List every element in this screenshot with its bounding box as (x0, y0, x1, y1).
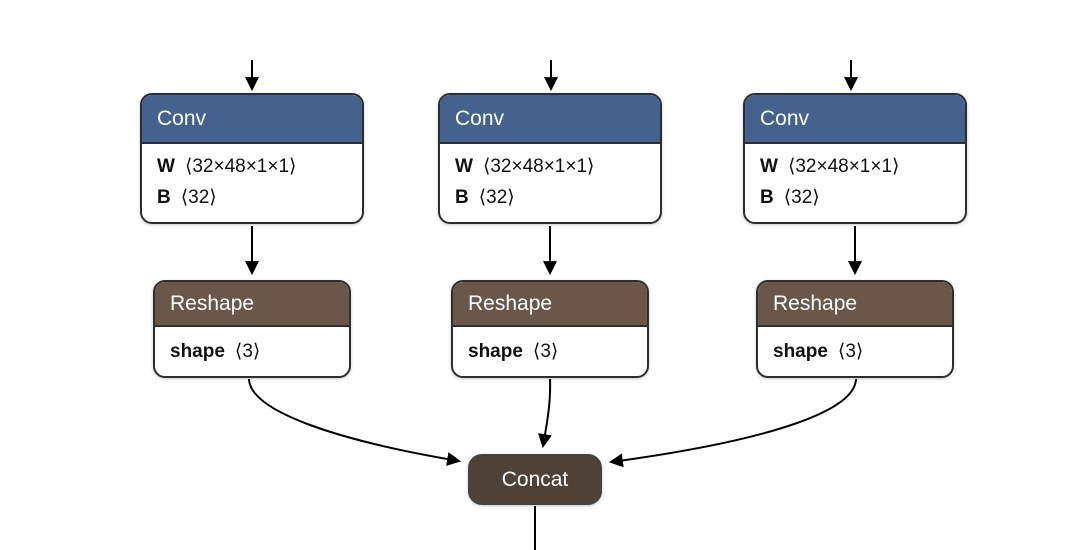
node-conv-3-header: Conv (745, 95, 965, 142)
attr-name: W (760, 156, 778, 177)
attr-name: shape (773, 341, 828, 362)
attr-name: W (455, 156, 473, 177)
attr-name: shape (170, 341, 225, 362)
attr-value: ⟨32⟩ (478, 187, 515, 208)
node-reshape-1[interactable]: Reshape shape ⟨3⟩ (153, 280, 351, 378)
attr-name: B (455, 187, 469, 208)
attr-value: ⟨32×48×1×1⟩ (787, 156, 900, 177)
attr-value: ⟨32⟩ (180, 187, 217, 208)
node-conv-2-header: Conv (440, 95, 660, 142)
attr-value: ⟨3⟩ (837, 341, 864, 362)
node-reshape-1-body: shape ⟨3⟩ (155, 325, 349, 376)
edge-reshape2-concat (538, 378, 552, 449)
node-reshape-2[interactable]: Reshape shape ⟨3⟩ (451, 280, 649, 378)
attr-name: shape (468, 341, 523, 362)
attr-row-weights: W ⟨32×48×1×1⟩ (455, 151, 645, 182)
node-reshape-2-header: Reshape (453, 282, 647, 325)
attr-name: W (157, 156, 175, 177)
attr-row-bias: B ⟨32⟩ (760, 182, 950, 213)
attr-row-shape: shape ⟨3⟩ (468, 336, 632, 367)
node-conv-3[interactable]: Conv W ⟨32×48×1×1⟩ B ⟨32⟩ (743, 93, 967, 224)
attr-value: ⟨3⟩ (234, 341, 261, 362)
edge-reshape1-concat (248, 378, 462, 466)
attr-row-bias: B ⟨32⟩ (455, 182, 645, 213)
node-conv-3-body: W ⟨32×48×1×1⟩ B ⟨32⟩ (745, 142, 965, 222)
attr-value: ⟨32×48×1×1⟩ (482, 156, 595, 177)
node-reshape-1-header: Reshape (155, 282, 349, 325)
node-conv-2[interactable]: Conv W ⟨32×48×1×1⟩ B ⟨32⟩ (438, 93, 662, 224)
attr-row-shape: shape ⟨3⟩ (170, 336, 334, 367)
attr-value: ⟨3⟩ (532, 341, 559, 362)
node-concat-label: Concat (501, 467, 569, 491)
attr-row-weights: W ⟨32×48×1×1⟩ (157, 151, 347, 182)
node-reshape-3-header: Reshape (758, 282, 952, 325)
node-conv-1-header: Conv (142, 95, 362, 142)
node-conv-2-body: W ⟨32×48×1×1⟩ B ⟨32⟩ (440, 142, 660, 222)
attr-row-bias: B ⟨32⟩ (157, 182, 347, 213)
attr-row-shape: shape ⟨3⟩ (773, 336, 937, 367)
attr-value: ⟨32×48×1×1⟩ (184, 156, 297, 177)
attr-row-weights: W ⟨32×48×1×1⟩ (760, 151, 950, 182)
node-reshape-2-body: shape ⟨3⟩ (453, 325, 647, 376)
node-conv-1-body: W ⟨32×48×1×1⟩ B ⟨32⟩ (142, 142, 362, 222)
attr-name: B (157, 187, 171, 208)
attr-value: ⟨32⟩ (783, 187, 820, 208)
attr-name: B (760, 187, 774, 208)
node-concat[interactable]: Concat (468, 454, 602, 505)
node-reshape-3-body: shape ⟨3⟩ (758, 325, 952, 376)
node-reshape-3[interactable]: Reshape shape ⟨3⟩ (756, 280, 954, 378)
node-conv-1[interactable]: Conv W ⟨32×48×1×1⟩ B ⟨32⟩ (140, 93, 364, 224)
edge-reshape3-concat (608, 378, 857, 468)
